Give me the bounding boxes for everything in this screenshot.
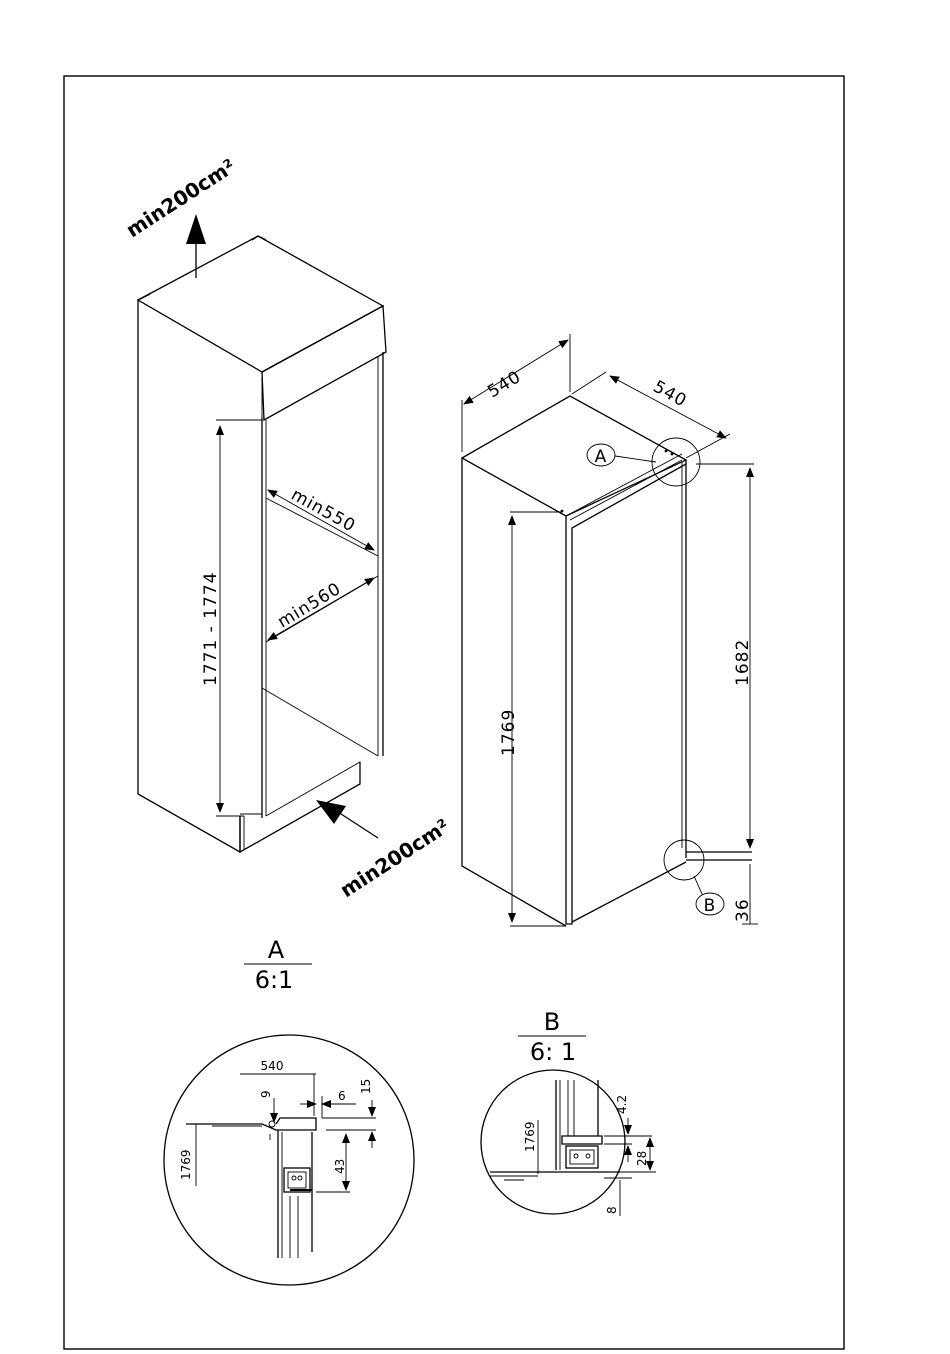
detail-a-dim-540: 540 xyxy=(261,1059,284,1073)
niche-height-label: 1771 - 1774 xyxy=(201,572,221,686)
door-height-label: 1682 xyxy=(733,639,753,686)
niche-height-dim xyxy=(216,420,262,816)
vent-top-label: min200cm² xyxy=(122,154,240,242)
vent-bottom-arrow xyxy=(316,800,378,838)
niche-cabinet xyxy=(138,236,386,852)
detail-b-dim-28: 28 xyxy=(635,1151,649,1166)
vent-top-arrow xyxy=(186,214,206,278)
detail-a-dim-43: 43 xyxy=(333,1159,347,1174)
detail-a-dim-15: 15 xyxy=(359,1079,373,1094)
niche-depth-label: min550 xyxy=(288,485,359,537)
detail-a-scale: 6:1 xyxy=(255,966,294,994)
callout-b-letter: B xyxy=(704,896,717,916)
callout-a-letter: A xyxy=(595,447,608,467)
niche-width-label: min560 xyxy=(274,579,345,632)
appliance-width-dim xyxy=(462,334,570,452)
detail-a-dim-9: 9 xyxy=(259,1090,273,1098)
detail-b-dim-1769: 1769 xyxy=(523,1121,537,1152)
detail-b-dim-4-2: 4.2 xyxy=(615,1095,629,1114)
vent-bottom-label: min200cm² xyxy=(336,814,454,902)
appliance-body xyxy=(462,396,686,926)
detail-a-letter: A xyxy=(268,936,285,964)
detail-b-dim-8: 8 xyxy=(605,1206,619,1214)
appliance-height-label: 1769 xyxy=(499,709,519,756)
detail-b-scale: 6: 1 xyxy=(530,1038,576,1066)
detail-b-letter: B xyxy=(544,1008,560,1036)
detail-a-dim-1769: 1769 xyxy=(179,1149,193,1180)
appliance-width-label: 540 xyxy=(484,367,525,402)
bottom-offset-label: 36 xyxy=(733,898,753,922)
appliance-depth-label: 540 xyxy=(650,377,691,412)
detail-a-dim-6: 6 xyxy=(338,1089,346,1103)
detail-b-view xyxy=(481,1070,656,1216)
detail-a-view xyxy=(164,1035,414,1285)
